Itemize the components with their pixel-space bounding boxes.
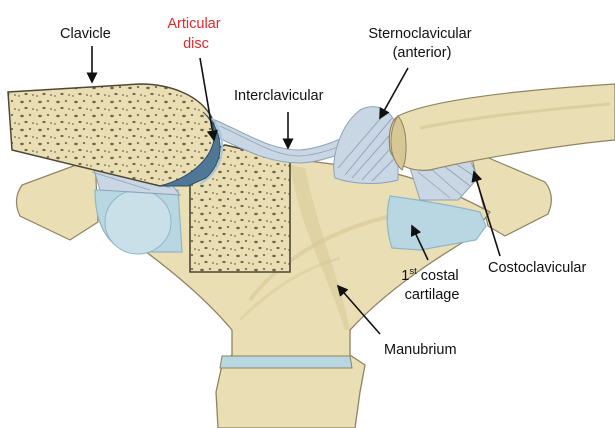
left-cartilage-face	[104, 189, 172, 255]
left-first-rib	[15, 157, 99, 241]
costoclavicular-arrow	[471, 170, 501, 257]
costal-cartilage-label-line1: costal	[417, 268, 459, 284]
interclavicular-label: Interclavicular	[234, 88, 324, 104]
manubrium-label: Manubrium	[384, 342, 457, 358]
sternoclavicular-arrow	[379, 67, 409, 120]
sternoclavicular-label-line1: Sternoclavicular	[368, 26, 471, 42]
right-clavicle-bone	[388, 83, 615, 171]
sternoclavicular-label: Sternoclavicular (anterior)	[368, 26, 475, 61]
manubrium-shading	[290, 165, 350, 330]
articular-disc-label: Articular disc	[167, 16, 224, 52]
costal-cartilage-label-number: 1	[401, 268, 409, 284]
costoclavicular-label: Costoclavicular	[488, 260, 586, 276]
articular-disc-label-line2: disc	[183, 36, 209, 52]
articular-disc-label-line1: Articular	[167, 16, 220, 32]
clavicle-label: Clavicle	[60, 26, 111, 42]
articular-disc-arrow	[199, 57, 218, 142]
right-first-rib	[469, 148, 552, 237]
costal-cartilage-label-superscript: st	[409, 266, 417, 277]
manubriosternal-joint	[219, 355, 353, 369]
manubrium-arrow	[336, 284, 381, 335]
costal-cartilage-label: 1st costal cartilage	[401, 266, 462, 303]
left-clavicle-bone	[7, 83, 216, 187]
sternoclavicular-label-line2: (anterior)	[393, 45, 452, 61]
costal-cartilage-arrow	[410, 224, 429, 261]
articular-disc	[159, 111, 221, 187]
costal-cartilage-label-line2: cartilage	[405, 287, 460, 303]
sternoclavicular-ligament	[333, 106, 399, 185]
